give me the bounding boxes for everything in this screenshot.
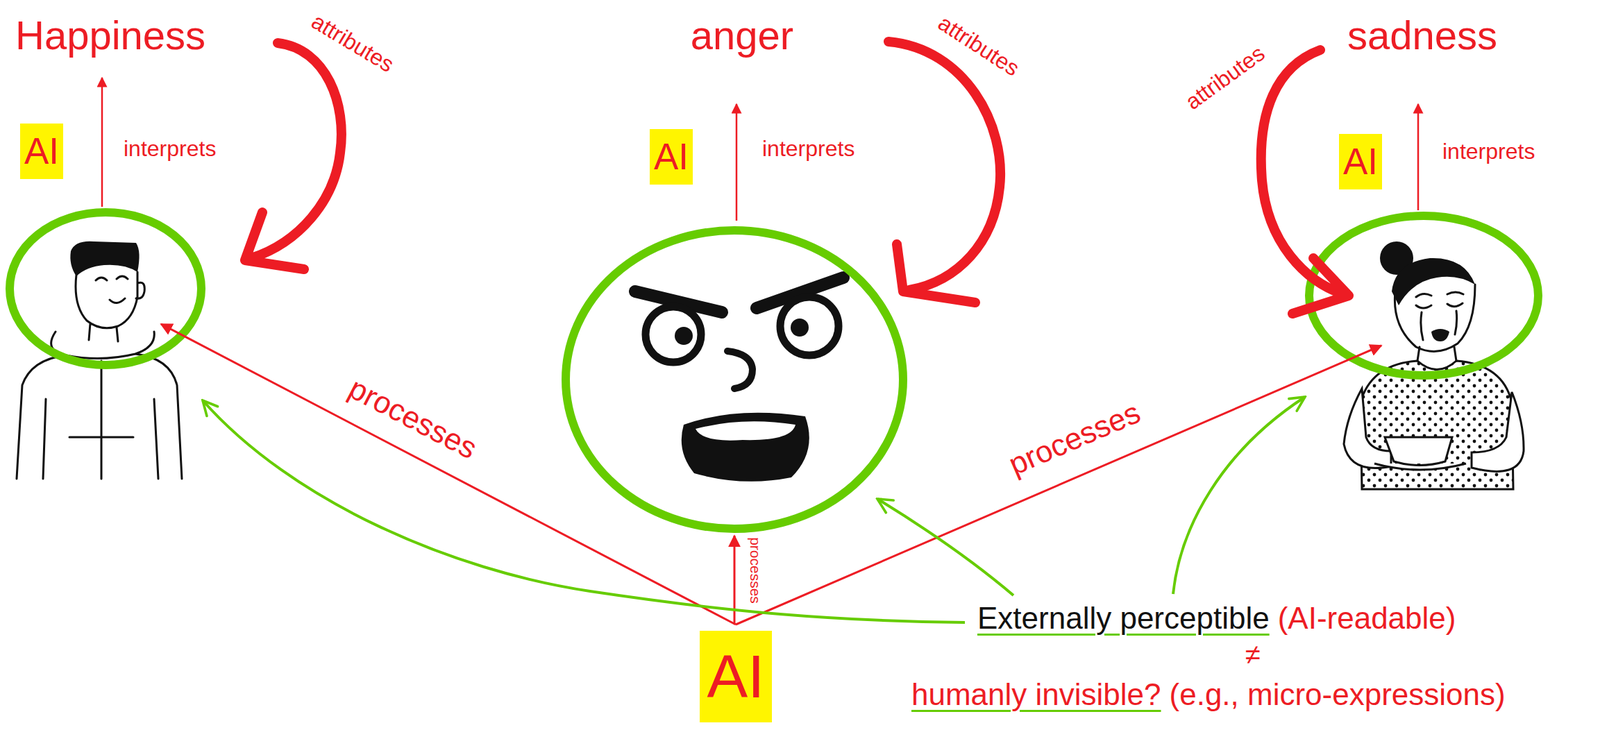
interprets-arrow [1417, 104, 1420, 211]
angry-mouth [681, 413, 810, 482]
emotion-label: sadness [1347, 12, 1498, 60]
woman-mouth [1431, 329, 1450, 342]
emotion-label: anger [690, 12, 794, 60]
angry-nose [727, 351, 753, 389]
angry-teeth [695, 421, 796, 441]
ai-text: AI [1343, 133, 1378, 190]
attributes-arrow [245, 43, 342, 270]
interprets-arrow [101, 77, 104, 207]
tea-cup [1374, 437, 1467, 470]
interprets-label: interprets [123, 136, 216, 162]
processes-label: processes [746, 537, 764, 604]
attributes-arrow [1261, 49, 1349, 314]
not-equal-sign: ≠ [1245, 638, 1261, 671]
face-circle [565, 230, 904, 529]
perceptible-arrow [1173, 397, 1305, 595]
angry-eye [645, 306, 702, 363]
angry-pupil [790, 318, 809, 337]
interprets-label: interprets [762, 136, 855, 162]
interprets-label: interprets [1442, 138, 1535, 165]
processes-arrow [735, 345, 1382, 625]
ai-box: AI [649, 129, 693, 185]
processes-label: processes [1003, 394, 1146, 483]
woman-hair [1391, 258, 1476, 306]
ai-box: AI [1339, 133, 1383, 190]
attributes-label: attributes [933, 10, 1024, 82]
perceptible-arrow [877, 499, 1014, 596]
face-circle [9, 212, 202, 366]
emotion-label: Happiness [15, 12, 206, 60]
ai-box: AI [20, 123, 64, 180]
boy-hair [70, 241, 139, 277]
interprets-arrow [735, 104, 738, 221]
attributes-arrow [888, 41, 1001, 303]
ai-text: AI [653, 129, 689, 185]
processes-arrow [161, 324, 736, 625]
ai-text: AI [706, 630, 765, 723]
ai-text: AI [24, 123, 60, 180]
note-text: Externally perceptible [977, 601, 1270, 637]
perceptible-arrow [202, 400, 965, 623]
woman-figure [1394, 284, 1476, 361]
boy-figure [16, 272, 182, 479]
angry-pupil [674, 326, 693, 345]
attributes-label: attributes [306, 8, 399, 78]
note-text: (AI-readable) [1277, 601, 1457, 637]
note-text: humanly invisible? [911, 677, 1162, 713]
note-text: (e.g., micro-expressions) [1169, 677, 1506, 713]
processes-label: processes [342, 370, 483, 467]
woman-arms [1343, 388, 1524, 472]
attributes-label: attributes [1180, 40, 1270, 115]
angry-eye [780, 297, 839, 356]
ai-box: AI [699, 630, 772, 723]
